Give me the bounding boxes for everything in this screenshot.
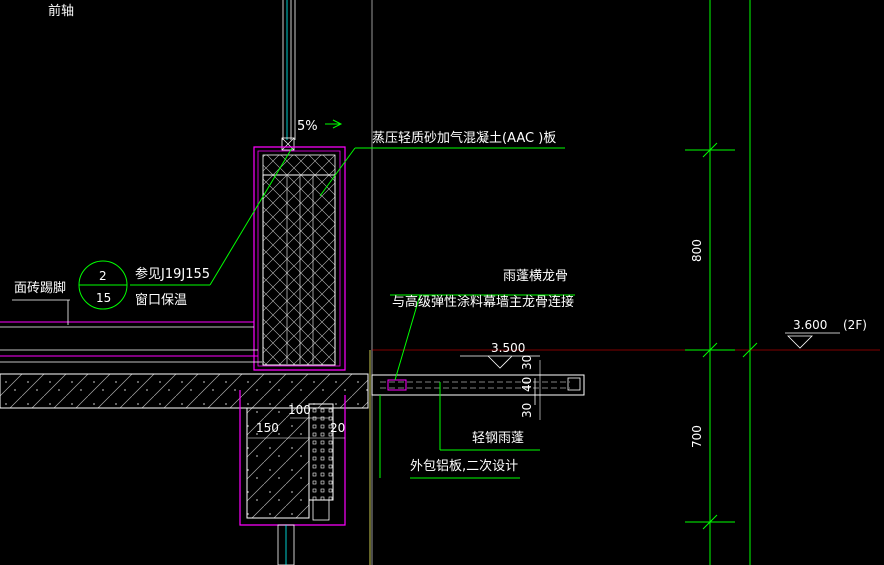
label-dim-700: 700 bbox=[690, 425, 704, 448]
reference-bubble bbox=[78, 260, 128, 310]
label-dim-30b: 30 bbox=[520, 403, 534, 418]
label-steel-canopy: 轻钢雨蓬 bbox=[472, 431, 524, 446]
lower-beam bbox=[239, 390, 346, 565]
steel-canopy bbox=[371, 374, 585, 405]
label-brick: 面砖踢脚 bbox=[14, 280, 66, 296]
leader-lines bbox=[130, 119, 575, 479]
label-level-2f: (2F) bbox=[843, 318, 867, 332]
label-ref-sub: 窗口保温 bbox=[135, 292, 187, 308]
label-dim-800: 800 bbox=[690, 239, 704, 262]
level-marker-3500 bbox=[487, 355, 513, 369]
label-ref-bottom: 15 bbox=[96, 291, 111, 305]
level-marker-3600 bbox=[787, 335, 813, 349]
label-dim-100: 100 bbox=[288, 403, 311, 417]
label-top-left: 前轴 bbox=[48, 3, 74, 19]
label-slope: 5% bbox=[297, 119, 318, 134]
floor-slab bbox=[0, 321, 369, 409]
label-ref-top: 2 bbox=[99, 269, 107, 283]
label-dim-20: 20 bbox=[330, 421, 345, 435]
beam-dimension-lines bbox=[248, 417, 345, 439]
label-dim-40: 40 bbox=[520, 377, 534, 392]
aac-wall-panel bbox=[253, 146, 346, 371]
label-level-3500: 3.500 bbox=[491, 341, 525, 355]
label-aac: 蒸压轻质砂加气混凝土(AAC )板 bbox=[372, 130, 556, 146]
label-ref-text: 参见J19J155 bbox=[135, 266, 210, 282]
label-dim-150: 150 bbox=[256, 421, 279, 435]
label-dim-30a: 30 bbox=[520, 355, 534, 370]
label-alu-panel: 外包铝板,二次设计 bbox=[410, 458, 518, 474]
dimension-ticks bbox=[685, 142, 758, 530]
label-canopy-keel: 雨蓬横龙骨 bbox=[503, 269, 568, 284]
window-mullion-top bbox=[281, 0, 296, 151]
label-level-3600: 3.600 bbox=[793, 318, 827, 332]
label-canopy-conn: 与高级弹性涂料幕墙主龙骨连接 bbox=[392, 294, 574, 310]
